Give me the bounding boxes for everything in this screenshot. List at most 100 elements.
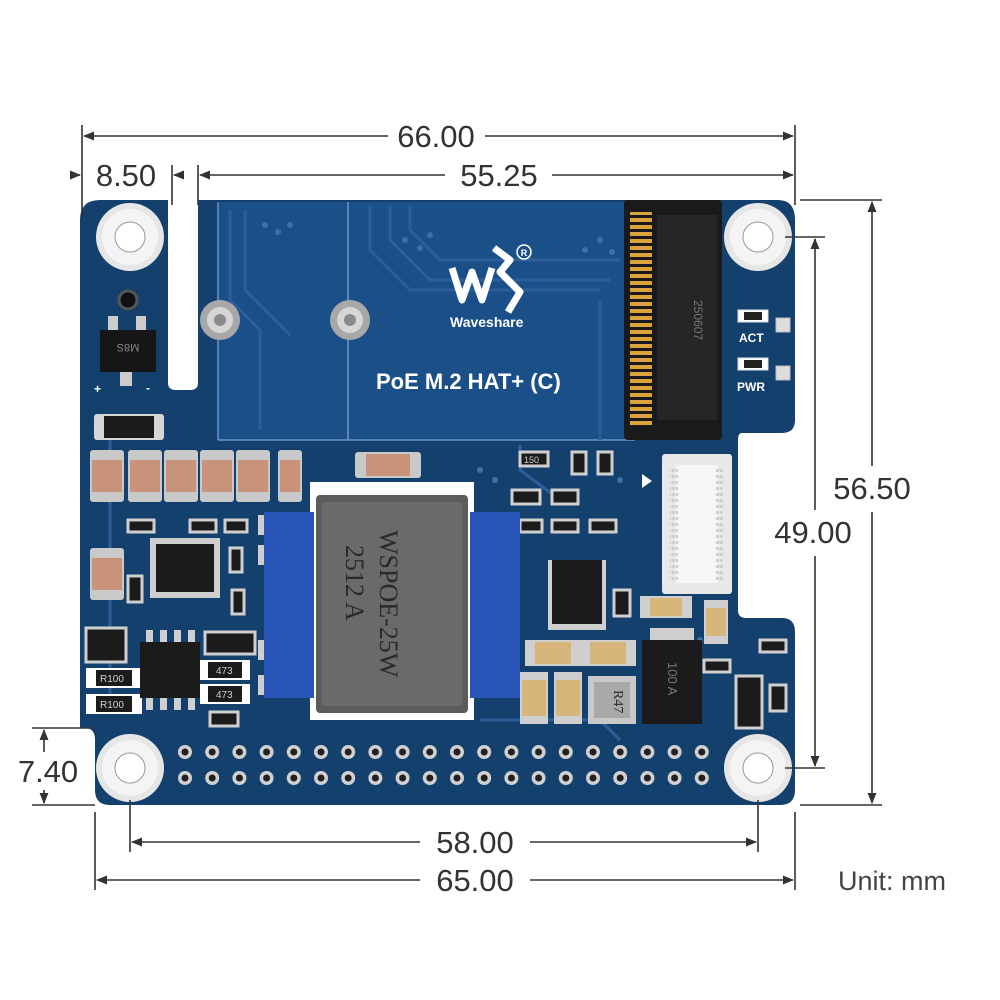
transformer-marking-2: 2512 A — [340, 545, 369, 621]
gpio-pin-hole — [344, 748, 352, 756]
diode-smd — [94, 414, 164, 440]
dimension-lines — [32, 125, 882, 890]
dim-board-width: 65.00 — [436, 863, 514, 898]
gpio-pin-hole — [181, 748, 189, 756]
gpio-pin-hole — [535, 774, 543, 782]
gpio-pin-hole — [616, 774, 624, 782]
gpio-pin-hole — [507, 748, 515, 756]
product-name: PoE M.2 HAT+ (C) — [376, 369, 561, 394]
gpio-pin-hole — [453, 748, 461, 756]
inductor: R47 — [588, 676, 636, 724]
gpio-pin-hole — [671, 748, 679, 756]
gpio-pin-hole — [317, 748, 325, 756]
bridge-rectifier — [548, 560, 606, 630]
mounting-hole-bottom-right — [724, 734, 792, 802]
gpio-pin-hole — [480, 748, 488, 756]
m2-area-panel — [218, 202, 635, 440]
gpio-pin-hole — [263, 748, 271, 756]
dim-board-left-gap: 8.50 — [96, 158, 156, 193]
dim-hole-spacing-y: 49.00 — [774, 515, 852, 550]
gpio-pin-hole — [671, 774, 679, 782]
gpio-pin-hole — [371, 774, 379, 782]
gpio-header — [178, 745, 709, 785]
mounting-hole-top-right — [724, 203, 792, 271]
ceramic-capacitors — [90, 450, 421, 600]
dim-hole-offset-bottom: 7.40 — [18, 754, 78, 789]
controller-ic — [150, 538, 220, 598]
dimension-labels: 66.00 8.50 55.25 56.50 49.00 7.40 58.00 … — [18, 119, 946, 898]
gpio-pin-hole — [399, 748, 407, 756]
smd-diode-left — [84, 626, 128, 664]
dim-connector-span: 55.25 — [460, 158, 538, 193]
gpio-pin-hole — [208, 748, 216, 756]
gpio-pin-hole — [344, 774, 352, 782]
m2-standoff-right — [330, 300, 370, 340]
smd-part — [203, 630, 257, 656]
dim-hole-spacing-x: 58.00 — [436, 825, 514, 860]
gpio-pin-hole — [371, 748, 379, 756]
gpio-pin-hole — [181, 774, 189, 782]
waveshare-logo: R Waveshare — [448, 244, 532, 330]
brand-label: Waveshare — [450, 314, 524, 330]
power-diode: 100 A — [642, 628, 702, 724]
dim-board-height: 56.50 — [833, 471, 911, 506]
gpio-pin-hole — [616, 748, 624, 756]
mosfet-m8s: M8S + - — [94, 316, 156, 396]
mosfet-marking: M8S — [117, 341, 140, 353]
inductor-marking: R47 — [610, 690, 625, 713]
gpio-pin-hole — [643, 774, 651, 782]
diode-marking: 100 A — [665, 662, 680, 696]
gpio-pin-hole — [399, 774, 407, 782]
gpio-pin-hole — [480, 774, 488, 782]
gpio-pin-hole — [290, 774, 298, 782]
status-leds: ACT PWR — [737, 309, 791, 394]
gpio-pin-hole — [290, 748, 298, 756]
gpio-pin-hole — [426, 774, 434, 782]
mounting-hole-bottom-left — [96, 734, 164, 802]
gpio-pin-hole — [562, 774, 570, 782]
unit-label: Unit: mm — [838, 866, 946, 896]
resistor-labels: R100 R100 473 473 150 — [86, 455, 539, 714]
resistor-mark-4: 473 — [216, 690, 233, 701]
gpio-pin-hole — [698, 748, 706, 756]
led-label-pwr: PWR — [737, 380, 765, 394]
resistor-mark-5: 150 — [524, 455, 539, 465]
gpio-pin-hole — [643, 748, 651, 756]
svg-text:R: R — [521, 248, 528, 258]
led-label-act: ACT — [739, 331, 764, 345]
resistor-mark-1: R100 — [100, 674, 124, 685]
gpio-pin-hole — [208, 774, 216, 782]
gpio-pin-hole — [698, 774, 706, 782]
mounting-hole-top-left — [96, 203, 164, 271]
m2-slot: 250607 — [624, 200, 722, 440]
resistor-mark-2: R100 — [100, 700, 124, 711]
gpio-pin-hole — [453, 774, 461, 782]
fpc-connector — [642, 454, 732, 594]
small-smd-parts — [126, 450, 788, 713]
m2-marking: 250607 — [691, 300, 705, 340]
smd-part-b — [208, 710, 240, 728]
sop8-ic — [140, 630, 200, 710]
smd-resistor-right — [734, 674, 764, 730]
gpio-pin-hole — [317, 774, 325, 782]
resistor-mark-3: 473 — [216, 666, 233, 677]
gpio-pin-hole — [263, 774, 271, 782]
gpio-pin-hole — [589, 748, 597, 756]
gpio-pin-hole — [589, 774, 597, 782]
mounting-holes — [96, 203, 792, 802]
gpio-pin-hole — [507, 774, 515, 782]
gpio-pin-hole — [235, 774, 243, 782]
m2-standoff-left — [200, 300, 240, 340]
polarity-plus: + — [94, 382, 101, 396]
gpio-pin-hole — [426, 748, 434, 756]
gpio-pin-hole — [535, 748, 543, 756]
polarity-minus: - — [146, 381, 150, 395]
tantalum-capacitors — [520, 596, 728, 724]
transformer: WSPOE-25W 2512 A — [258, 482, 520, 720]
transformer-marking-1: WSPOE-25W — [374, 530, 403, 678]
gpio-pin-hole — [235, 748, 243, 756]
small-hole — [117, 289, 139, 311]
dim-total-width: 66.00 — [397, 119, 475, 154]
